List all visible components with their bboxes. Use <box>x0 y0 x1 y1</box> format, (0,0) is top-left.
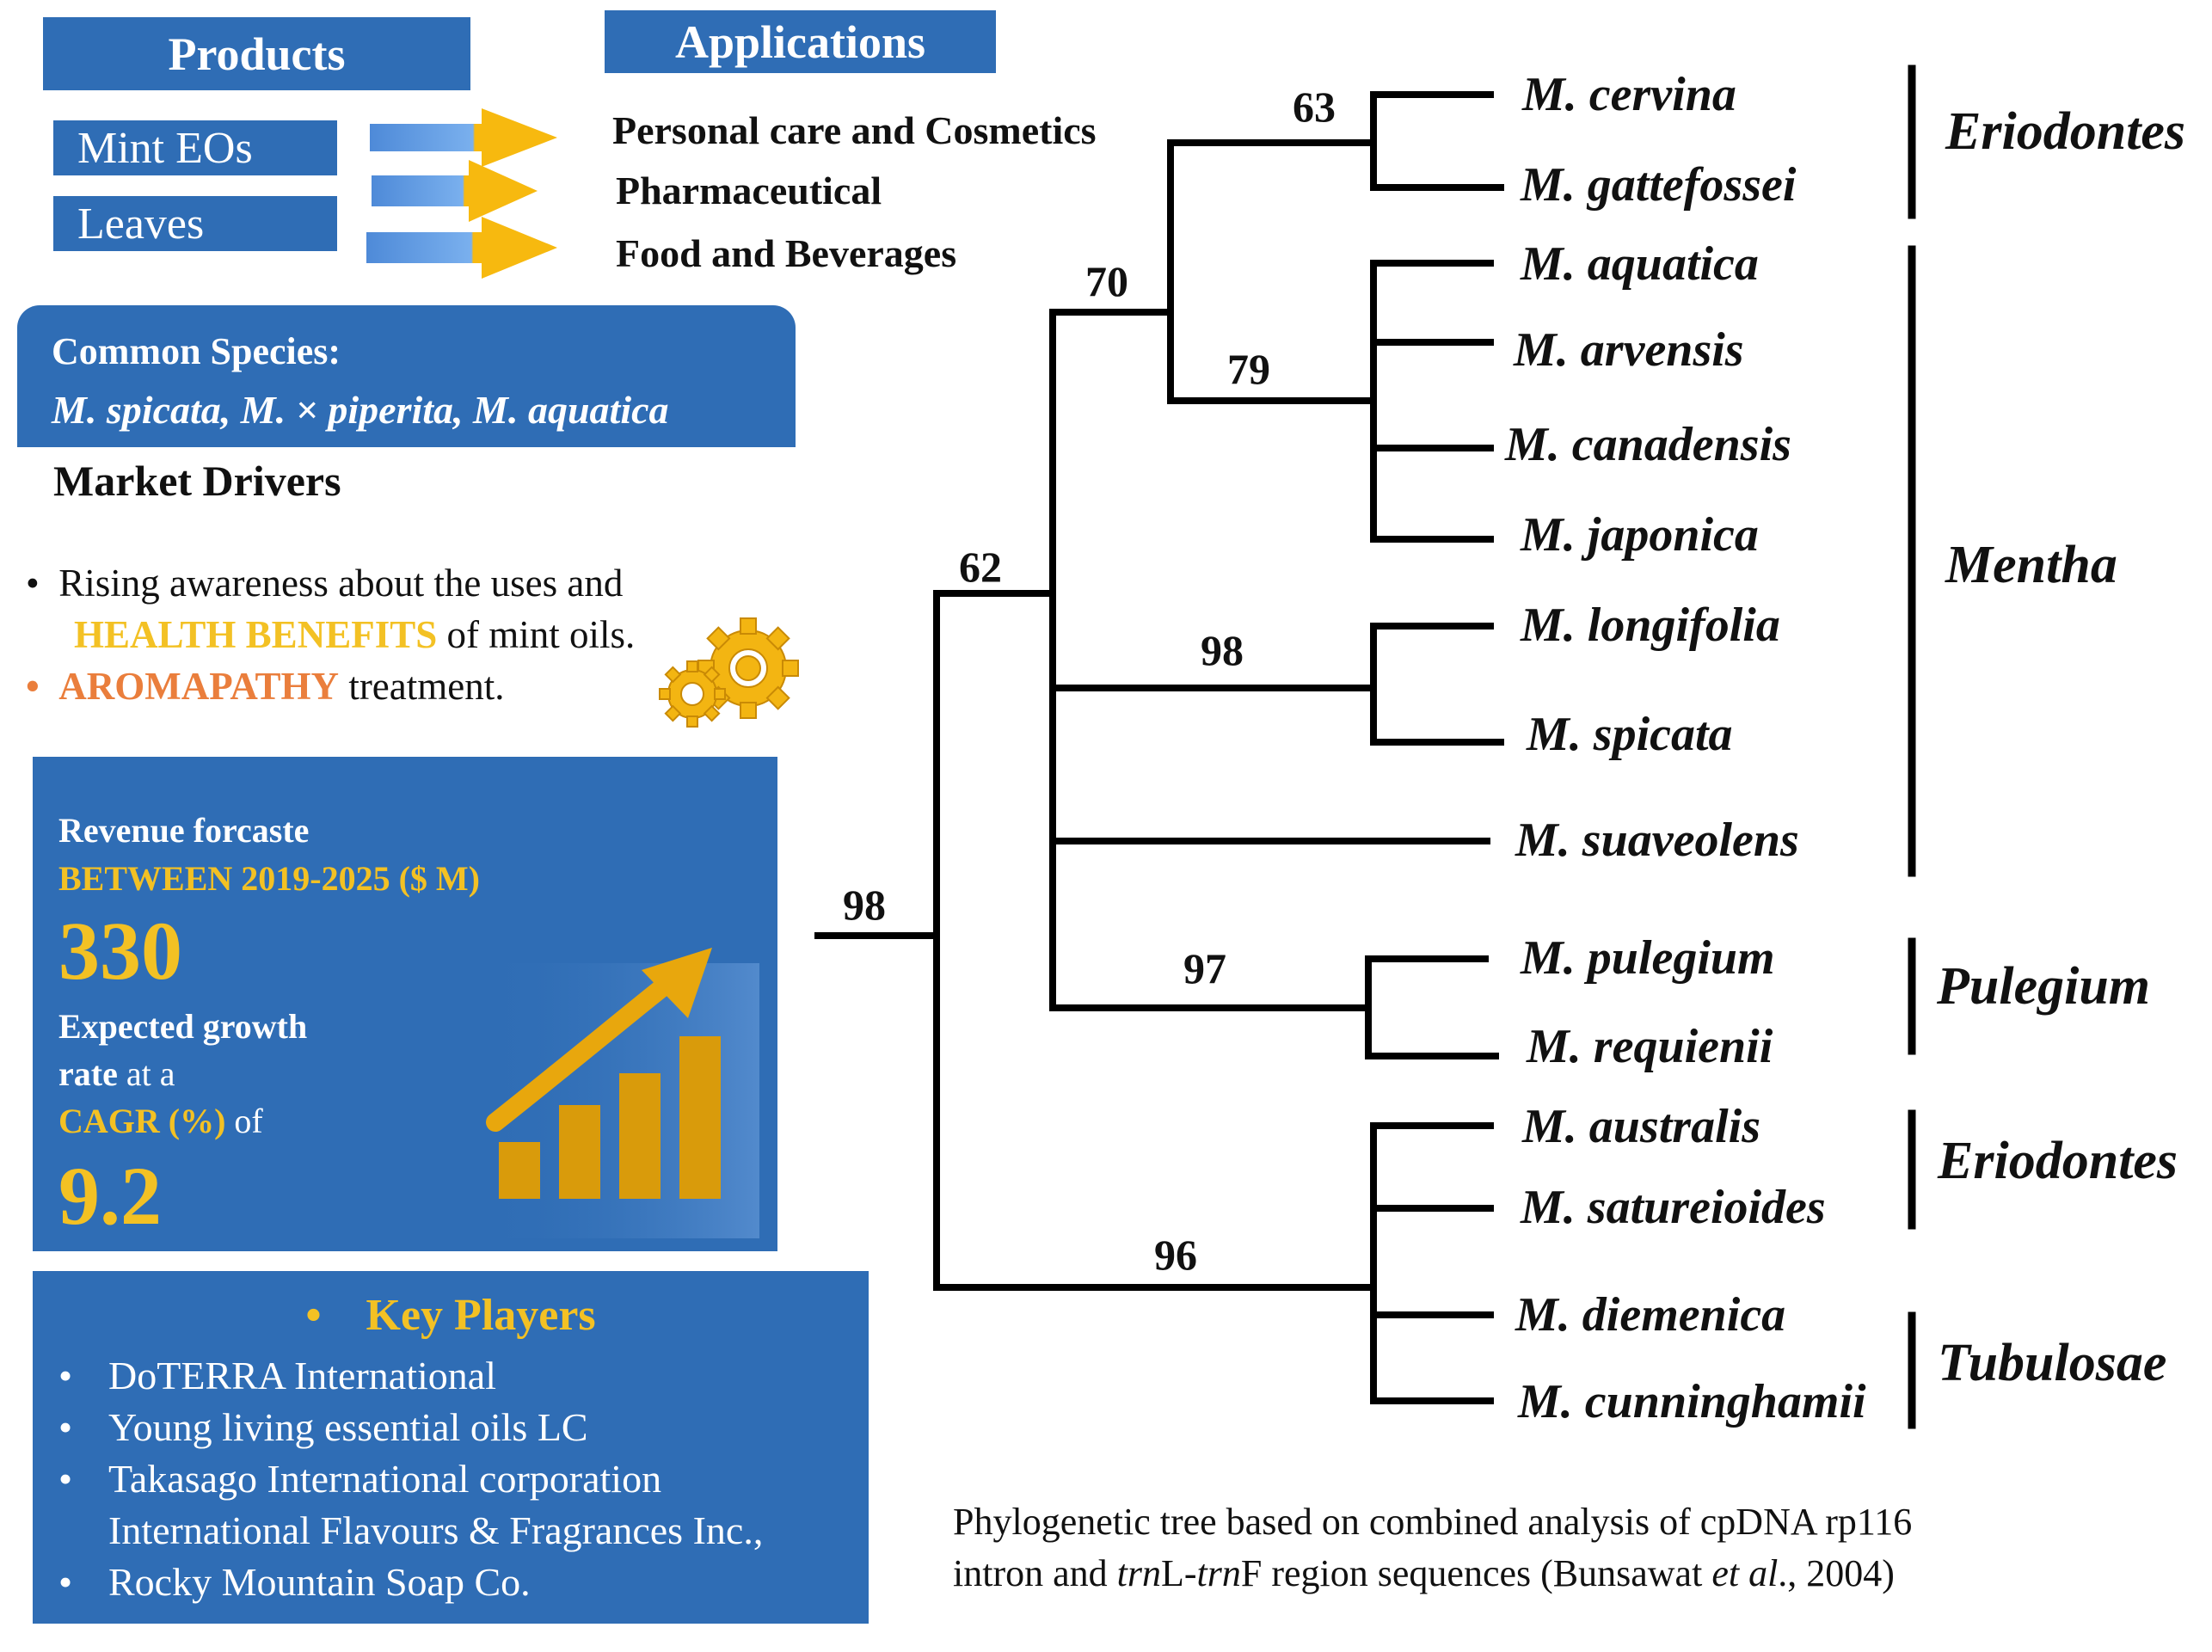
bullet-dot: • <box>305 1291 366 1340</box>
taxon-label: M. cervina <box>1522 68 1736 121</box>
growth-label-2: rate at a <box>58 1053 175 1094</box>
key-player-name: Takasago International corporation <box>108 1457 662 1501</box>
revenue-period: BETWEEN 2019-2025 ($ M) <box>58 859 480 898</box>
taxon-label: M. suaveolens <box>1515 814 1799 867</box>
caption-italic: et al <box>1711 1552 1779 1594</box>
aromapathy-highlight: AROMAPATHY <box>58 665 340 708</box>
support-value: 62 <box>959 543 1002 591</box>
clade-label: Eriodontes <box>1945 102 2186 161</box>
application-food-beverages: Food and Beverages <box>616 231 957 275</box>
arrow-right-icon <box>370 108 557 167</box>
tree-caption: Phylogenetic tree based on combined anal… <box>953 1496 1912 1600</box>
revenue-title: Revenue forcaste <box>58 811 310 850</box>
cagr-label: CAGR (%) of <box>58 1101 263 1141</box>
key-player-name: DoTERRA International <box>108 1354 496 1397</box>
taxon-label: M. japonica <box>1521 508 1759 562</box>
gears-icon <box>659 617 799 728</box>
cagr-of: of <box>234 1102 263 1140</box>
clade-label: Tubulosae <box>1938 1334 2167 1392</box>
growth-label-at: at a <box>126 1054 175 1093</box>
clade-label: Mentha <box>1945 536 2117 594</box>
taxon-label: M. cunninghamii <box>1518 1375 1866 1428</box>
health-benefits-highlight: HEALTH BENEFITS <box>74 613 438 656</box>
key-players-title-text: Key Players <box>366 1291 596 1340</box>
cagr-label-text: CAGR (%) <box>58 1102 226 1140</box>
taxon-label: M. gattefossei <box>1521 158 1797 212</box>
bullet-dot: • <box>26 562 59 605</box>
arrow-right-icon <box>366 217 557 279</box>
support-value: 63 <box>1293 83 1336 131</box>
taxon-label: M. diemenica <box>1515 1288 1786 1342</box>
bullet-dot: • <box>26 665 59 708</box>
market-drivers-title: Market Drivers <box>53 457 341 505</box>
caption-text: ., 2004) <box>1778 1552 1895 1594</box>
market-driver-1: • Rising awareness about the uses and <box>26 561 623 605</box>
taxon-label: M. canadensis <box>1505 418 1791 471</box>
support-value: 98 <box>1201 626 1244 674</box>
support-value: 97 <box>1183 944 1226 992</box>
taxon-label: M. aquatica <box>1521 237 1759 291</box>
common-species-names: M. spicata, M. × piperita, M. aquatica <box>52 388 669 432</box>
caption-italic: trn <box>1116 1552 1161 1594</box>
support-value: 79 <box>1227 345 1270 393</box>
arrow-right-icon <box>372 160 538 222</box>
key-player-name: International Flavours & Fragrances Inc.… <box>108 1508 764 1552</box>
key-player: •Young living essential oils LC <box>58 1405 588 1449</box>
support-value: 98 <box>843 881 886 929</box>
support-value: 96 <box>1154 1231 1197 1279</box>
taxon-label: M. requienii <box>1527 1020 1773 1073</box>
key-player-name: Young living essential oils LC <box>108 1405 588 1449</box>
product-leaves: Leaves <box>53 196 337 251</box>
key-player: •Rocky Mountain Soap Co. <box>58 1560 531 1604</box>
taxon-label: M. australis <box>1522 1100 1760 1153</box>
key-player-name: Rocky Mountain Soap Co. <box>108 1560 531 1604</box>
caption-text: intron and <box>953 1552 1117 1594</box>
common-species-panel: Common Species: M. spicata, M. × piperit… <box>17 305 796 447</box>
products-header: Products <box>43 17 470 90</box>
product-mint-eos: Mint EOs <box>53 120 337 175</box>
clade-label: Eriodontes <box>1938 1132 2178 1190</box>
tree-caption-line-2: intron and trnL-trnF region sequences (B… <box>953 1548 1912 1600</box>
key-player: •DoTERRA International <box>58 1354 496 1397</box>
support-value: 70 <box>1085 257 1128 305</box>
caption-text: F region sequences (Bunsawat <box>1240 1552 1712 1594</box>
application-personal-care: Personal care and Cosmetics <box>612 108 1097 152</box>
market-driver-1-cont: HEALTH BENEFITS of mint oils. <box>74 612 635 657</box>
growth-label-1: Expected growth <box>58 1007 308 1046</box>
caption-text: L- <box>1161 1552 1197 1594</box>
taxon-label: M. pulegium <box>1521 931 1775 985</box>
growth-chart-icon <box>480 948 759 1238</box>
taxon-label: M. arvensis <box>1514 323 1744 377</box>
revenue-panel: Revenue forcaste BETWEEN 2019-2025 ($ M)… <box>33 757 777 1251</box>
caption-italic: trn <box>1196 1552 1241 1594</box>
common-species-title: Common Species: <box>52 330 341 372</box>
market-driver-1-text: Rising awareness about the uses and <box>58 562 624 605</box>
taxon-label: M. spicata <box>1527 708 1733 761</box>
product-arrows <box>366 108 557 279</box>
applications-header: Applications <box>605 10 996 73</box>
tree-caption-line-1: Phylogenetic tree based on combined anal… <box>953 1501 1913 1543</box>
clade-label: Pulegium <box>1937 957 2151 1016</box>
growth-label-rate: rate <box>58 1054 118 1093</box>
cagr-value: 9.2 <box>58 1150 162 1242</box>
application-pharmaceutical: Pharmaceutical <box>616 169 882 212</box>
revenue-value: 330 <box>58 905 182 997</box>
key-player: International Flavours & Fragrances Inc.… <box>58 1508 763 1553</box>
market-driver-2: • AROMAPATHY treatment. <box>26 664 504 709</box>
taxon-label: M. satureioides <box>1521 1181 1826 1234</box>
taxon-label: M. longifolia <box>1521 599 1780 652</box>
market-driver-1-end: of mint oils. <box>446 613 636 656</box>
key-players-panel: • Key Players •DoTERRA International •Yo… <box>33 1271 869 1624</box>
market-driver-2-end: treatment. <box>348 665 505 708</box>
key-players-title: • Key Players <box>33 1290 869 1341</box>
key-player: •Takasago International corporation <box>58 1457 662 1501</box>
